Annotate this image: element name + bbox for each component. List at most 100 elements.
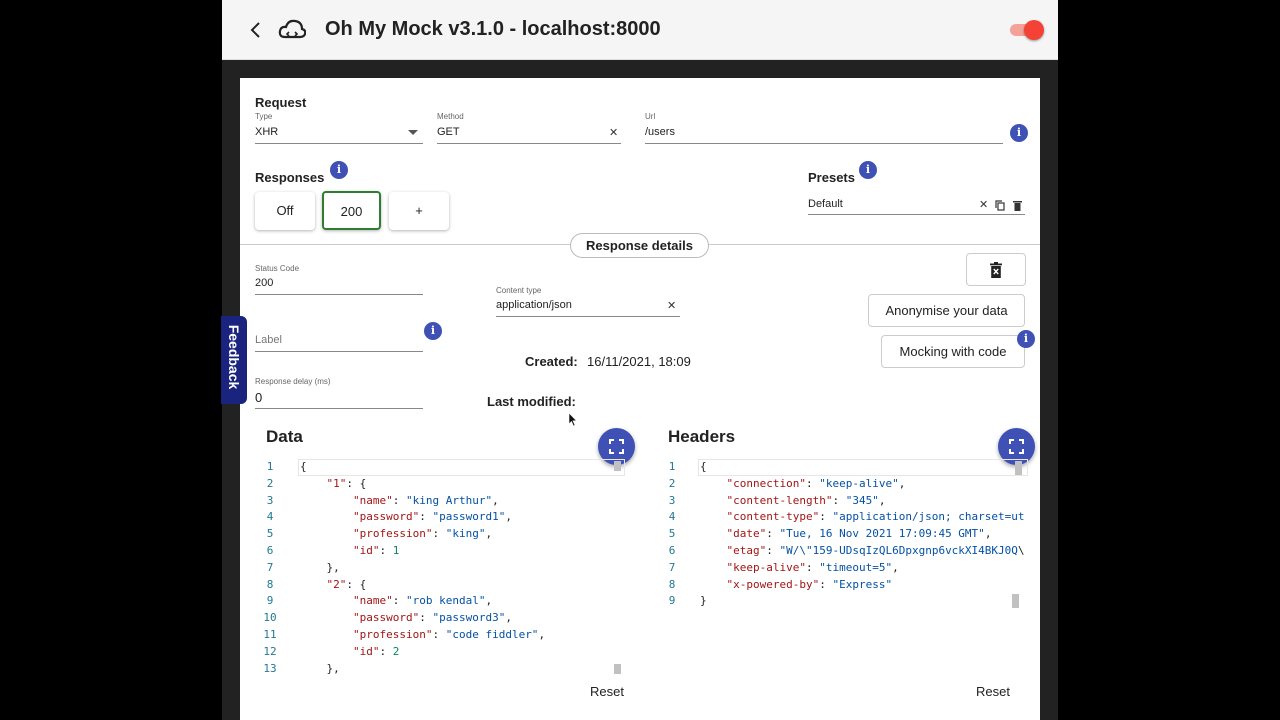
expand-data-button[interactable] — [598, 428, 635, 465]
response-off-button[interactable]: Off — [255, 192, 315, 230]
headers-code-line: "x-powered-by": "Express" — [726, 577, 893, 591]
status-code-label: Status Code — [255, 264, 300, 273]
data-line-number: 6 — [266, 544, 274, 557]
headers-scroll-thumb-bottom[interactable] — [1012, 594, 1019, 608]
delay-label: Response delay (ms) — [255, 377, 331, 386]
delay-field[interactable] — [255, 408, 423, 409]
headers-title: Headers — [668, 427, 736, 446]
headers-line-number: 7 — [668, 560, 676, 574]
trash-icon — [990, 262, 1002, 278]
label-info-icon[interactable]: i — [424, 322, 442, 340]
mocking-info-icon[interactable]: i — [1017, 330, 1035, 348]
data-line-number: 10 — [263, 611, 277, 625]
dropdown-arrow-icon[interactable] — [408, 130, 418, 135]
data-code-line: "profession": "code fiddler", — [352, 628, 546, 641]
feedback-label: Feedback — [226, 324, 242, 390]
data-code-line: "id": 1 — [352, 544, 400, 557]
data-code-editor[interactable]: 1{2 "1": {3 "name": "king Arthur",4 "pas… — [258, 459, 625, 676]
delay-value: 0 — [255, 390, 263, 405]
delete-response-button[interactable] — [966, 253, 1026, 286]
mouse-cursor-icon — [568, 412, 578, 428]
type-value: XHR — [255, 126, 279, 138]
delete-preset-icon[interactable] — [1013, 198, 1022, 211]
feedback-tab[interactable]: Feedback — [221, 316, 247, 404]
headers-line-number: 9 — [668, 594, 676, 608]
preset-field[interactable] — [808, 214, 1025, 215]
clear-content-type-icon[interactable]: ✕ — [667, 300, 677, 312]
content-type-field[interactable] — [496, 316, 680, 317]
data-code-line: "1": { — [326, 476, 367, 490]
data-scroll-thumb[interactable] — [614, 461, 621, 471]
clear-preset-icon[interactable]: ✕ — [979, 199, 989, 211]
url-info-icon[interactable]: i — [1010, 124, 1028, 142]
mocking-with-code-button[interactable]: Mocking with code — [881, 335, 1025, 368]
headers-line-number: 1 — [668, 460, 676, 473]
headers-code-line: } — [700, 594, 707, 608]
data-line-number: 1 — [266, 460, 274, 473]
data-line-number: 4 — [266, 510, 274, 524]
headers-code-line: "date": "Tue, 16 Nov 2021 17:09:45 GMT", — [726, 527, 992, 541]
clear-method-icon[interactable]: ✕ — [609, 127, 619, 139]
headers-code-line: "keep-alive": "timeout=5", — [726, 560, 899, 574]
headers-code-editor[interactable]: 1{2 "connection": "keep-alive",3 "conten… — [660, 459, 1028, 676]
label-field[interactable] — [255, 351, 423, 352]
data-code-line: "name": "king Arthur", — [352, 493, 499, 507]
created-label: Created: — [525, 354, 578, 369]
request-title: Request — [255, 95, 307, 110]
fullscreen-icon — [1009, 439, 1024, 454]
content-type-value: application/json — [496, 299, 572, 311]
mock-panel: Request Type XHR Method GET ✕ Url /users… — [240, 78, 1040, 720]
headers-reset-button[interactable]: Reset — [976, 684, 1010, 699]
preset-value: Default — [808, 198, 843, 210]
url-label: Url — [645, 112, 656, 121]
headers-code-line: "connection": "keep-alive", — [726, 476, 906, 490]
anonymise-data-button[interactable]: Anonymise your data — [868, 294, 1025, 327]
presets-title: Presets — [808, 170, 855, 185]
data-line-number: 12 — [263, 644, 277, 658]
data-line-number: 8 — [266, 577, 274, 591]
presets-info-icon[interactable]: i — [859, 161, 877, 179]
responses-title: Responses — [255, 170, 325, 185]
headers-code-line: "content-type": "application/json; chars… — [726, 510, 1025, 524]
headers-scroll-thumb[interactable] — [1015, 461, 1022, 475]
data-line-number: 7 — [266, 560, 274, 574]
app-window: Oh My Mock v3.1.0 - localhost:8000 Reque… — [222, 0, 1058, 720]
data-code-line: "2": { — [326, 577, 367, 591]
headers-line-number: 3 — [668, 493, 676, 507]
data-scroll-thumb-bottom[interactable] — [614, 664, 621, 674]
headers-code-line: "etag": "W/\"159-UDsqIzQL6Dpxgnp6vckXI4B… — [726, 544, 1025, 557]
headers-line-number: 8 — [668, 577, 676, 591]
headers-line-number: 6 — [668, 544, 676, 557]
current-line-highlight — [298, 459, 625, 476]
type-field[interactable] — [255, 143, 423, 144]
mock-toggle[interactable] — [1010, 20, 1044, 40]
data-code-line: }, — [300, 560, 340, 574]
data-title: Data — [266, 427, 303, 446]
data-code-line: "id": 2 — [352, 644, 400, 658]
toolbar: Oh My Mock v3.1.0 - localhost:8000 — [222, 0, 1058, 60]
data-line-number: 9 — [266, 594, 274, 608]
copy-icon[interactable] — [995, 198, 1005, 211]
current-line-highlight — [698, 459, 1028, 476]
fullscreen-icon — [609, 439, 624, 454]
response-200-button[interactable]: 200 — [322, 191, 381, 230]
data-reset-button[interactable]: Reset — [590, 684, 624, 699]
data-code-line: "name": "rob kendal", — [352, 594, 493, 608]
data-code-line: "password": "password1", — [352, 510, 512, 524]
chevron-left-icon[interactable] — [246, 18, 266, 42]
headers-line-number: 2 — [668, 476, 676, 490]
data-line-number: 5 — [266, 527, 274, 541]
response-details-pill: Response details — [570, 233, 709, 258]
data-line-number: 11 — [263, 628, 277, 641]
add-response-button[interactable]: + — [389, 192, 449, 230]
cloud-logo-icon — [278, 17, 307, 43]
method-label: Method — [437, 112, 464, 121]
data-line-number: 13 — [263, 661, 277, 675]
status-code-field[interactable] — [255, 294, 423, 295]
expand-headers-button[interactable] — [998, 428, 1035, 465]
status-code-value: 200 — [255, 277, 274, 289]
label-input-placeholder: Label — [255, 334, 282, 346]
responses-info-icon[interactable]: i — [330, 161, 348, 179]
url-field[interactable] — [645, 143, 1003, 144]
method-field[interactable] — [437, 143, 621, 144]
